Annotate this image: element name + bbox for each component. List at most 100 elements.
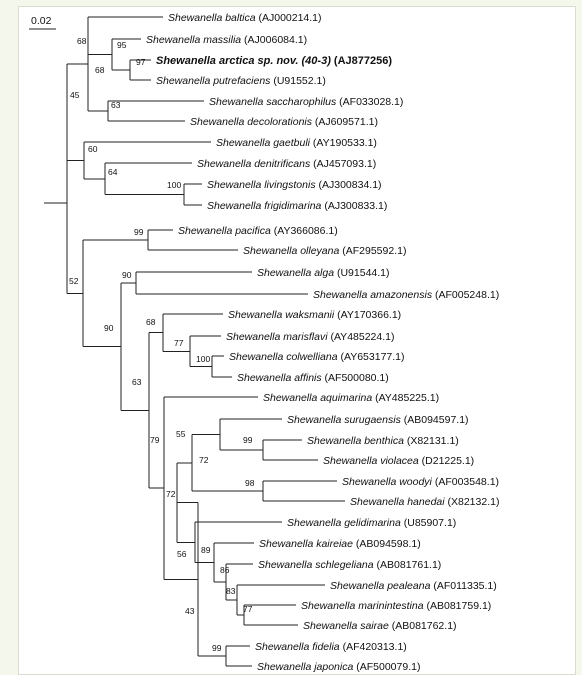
bootstrap-value: 99	[212, 643, 222, 653]
leaf-label: Shewanella frigidimarina (AJ300833.1)	[207, 200, 387, 212]
bootstrap-value: 68	[146, 317, 156, 327]
species-name: Shewanella benthica	[307, 435, 404, 447]
bootstrap-value: 77	[243, 604, 253, 614]
leaf-label: Shewanella putrefaciens (U91552.1)	[156, 75, 326, 87]
bootstrap-value: 64	[108, 167, 118, 177]
accession-number: (AF500080.1)	[322, 372, 389, 384]
bootstrap-value: 68	[77, 36, 87, 46]
bootstrap-value: 45	[70, 90, 80, 100]
species-name: Shewanella kaireiae	[259, 538, 353, 550]
leaf-label: Shewanella massilia (AJ006084.1)	[146, 34, 307, 46]
species-name: Shewanella surugaensis	[287, 414, 402, 426]
species-name: Shewanella schlegeliana	[258, 559, 374, 571]
accession-number: (AF295592.1)	[339, 245, 406, 257]
species-name: Shewanella woodyi	[342, 476, 433, 488]
scale-bar-label: 0.02	[31, 15, 52, 27]
leaf-label: Shewanella gaetbuli (AY190533.1)	[216, 137, 377, 149]
accession-number: (AY485225.1)	[372, 392, 439, 404]
leaf-label: Shewanella violacea (D21225.1)	[323, 455, 474, 467]
bootstrap-value: 99	[243, 435, 253, 445]
leaf-label: Shewanella colwelliana (AY653177.1)	[229, 351, 405, 363]
leaf-label: Shewanella pealeana (AF011335.1)	[330, 580, 497, 592]
leaf-label: Shewanella marisflavi (AY485224.1)	[226, 331, 394, 343]
species-name: Shewanella alga	[257, 267, 334, 279]
species-name: Shewanella arctica sp. nov. (40-3)	[156, 55, 331, 67]
scale-bar: 0.02	[29, 15, 56, 30]
species-name: Shewanella gelidimarina	[287, 517, 401, 529]
leaf-label: Shewanella japonica (AF500079.1)	[257, 661, 420, 673]
leaf-label: Shewanella denitrificans (AJ457093.1)	[197, 158, 376, 170]
bootstrap-value: 98	[245, 478, 255, 488]
bootstrap-value: 77	[174, 338, 184, 348]
leaf-label: Shewanella pacifica (AY366086.1)	[178, 225, 338, 237]
leaf-label: Shewanella benthica (X82131.1)	[307, 435, 459, 447]
accession-number: (AF420313.1)	[340, 641, 407, 653]
accession-number: (AJ877256)	[331, 55, 392, 67]
tree-panel	[18, 6, 576, 675]
species-name: Shewanella putrefaciens	[156, 75, 271, 87]
leaf-label: Shewanella affinis (AF500080.1)	[237, 372, 389, 384]
bootstrap-value: 100	[196, 354, 210, 364]
leaf-label: Shewanella hanedai (X82132.1)	[350, 496, 499, 508]
leaf-label: Shewanella olleyana (AF295592.1)	[243, 245, 406, 257]
accession-number: (AB094598.1)	[353, 538, 421, 550]
bootstrap-value: 89	[201, 545, 211, 555]
species-name: Shewanella marisflavi	[226, 331, 328, 343]
leaf-label: Shewanella marinintestina (AB081759.1)	[301, 600, 491, 612]
bootstrap-value: 68	[95, 65, 105, 75]
species-name: Shewanella fidelia	[255, 641, 340, 653]
accession-number: (AY170366.1)	[334, 309, 401, 321]
accession-number: (AJ000214.1)	[256, 12, 322, 24]
accession-number: (AY190533.1)	[310, 137, 377, 149]
bootstrap-value: 99	[134, 227, 144, 237]
species-name: Shewanella olleyana	[243, 245, 339, 257]
species-name: Shewanella japonica	[257, 661, 353, 673]
leaf-labels: Shewanella baltica (AJ000214.1) Shewanell…	[146, 12, 499, 673]
bootstrap-value: 90	[122, 270, 132, 280]
species-name: Shewanella affinis	[237, 372, 322, 384]
leaf-label: Shewanella aquimarina (AY485225.1)	[263, 392, 439, 404]
accession-number: (AY366086.1)	[271, 225, 338, 237]
accession-number: (U85907.1)	[401, 517, 456, 529]
leaf-label: Shewanella kaireiae (AB094598.1)	[259, 538, 421, 550]
accession-number: (AJ609571.1)	[312, 116, 378, 128]
accession-number: (AJ006084.1)	[241, 34, 307, 46]
accession-number: (AY653177.1)	[338, 351, 405, 363]
species-name: Shewanella aquimarina	[263, 392, 372, 404]
bootstrap-value: 86	[220, 565, 230, 575]
leaf-label: Shewanella waksmanii (AY170366.1)	[228, 309, 401, 321]
leaf-label: Shewanella schlegeliana (AB081761.1)	[258, 559, 441, 571]
bootstrap-value: 72	[199, 455, 209, 465]
accession-number: (AB081762.1)	[389, 620, 457, 632]
species-name: Shewanella livingstonis	[207, 179, 316, 191]
leaf-label: Shewanella sairae (AB081762.1)	[303, 620, 457, 632]
leaf-label: Shewanella woodyi (AF003548.1)	[342, 476, 499, 488]
accession-number: (AJ300833.1)	[321, 200, 387, 212]
species-name: Shewanella denitrificans	[197, 158, 311, 170]
leaf-label: Shewanella decolorationis (AJ609571.1)	[190, 116, 378, 128]
species-name: Shewanella pacifica	[178, 225, 271, 237]
species-name: Shewanella marinintestina	[301, 600, 424, 612]
bootstrap-value: 95	[117, 40, 127, 50]
bootstrap-value: 52	[69, 276, 79, 286]
accession-number: (AF500079.1)	[353, 661, 420, 673]
tree-branches	[44, 16, 345, 667]
accession-number: (U91552.1)	[270, 75, 325, 87]
leaf-label: Shewanella alga (U91544.1)	[257, 267, 390, 279]
accession-number: (AJ457093.1)	[310, 158, 376, 170]
species-name: Shewanella gaetbuli	[216, 137, 311, 149]
accession-number: (AY485224.1)	[328, 331, 395, 343]
bootstrap-value: 60	[88, 144, 98, 154]
bootstrap-value: 97	[136, 57, 146, 67]
leaf-label: Shewanella gelidimarina (U85907.1)	[287, 517, 456, 529]
species-name: Shewanella violacea	[323, 455, 419, 467]
bootstrap-value: 72	[166, 489, 176, 499]
species-name: Shewanella pealeana	[330, 580, 431, 592]
species-name: Shewanella colwelliana	[229, 351, 338, 363]
accession-number: (AF033028.1)	[336, 96, 403, 108]
leaf-label: Shewanella baltica (AJ000214.1)	[168, 12, 322, 24]
bootstrap-value: 63	[111, 100, 121, 110]
species-name: Shewanella sairae	[303, 620, 389, 632]
